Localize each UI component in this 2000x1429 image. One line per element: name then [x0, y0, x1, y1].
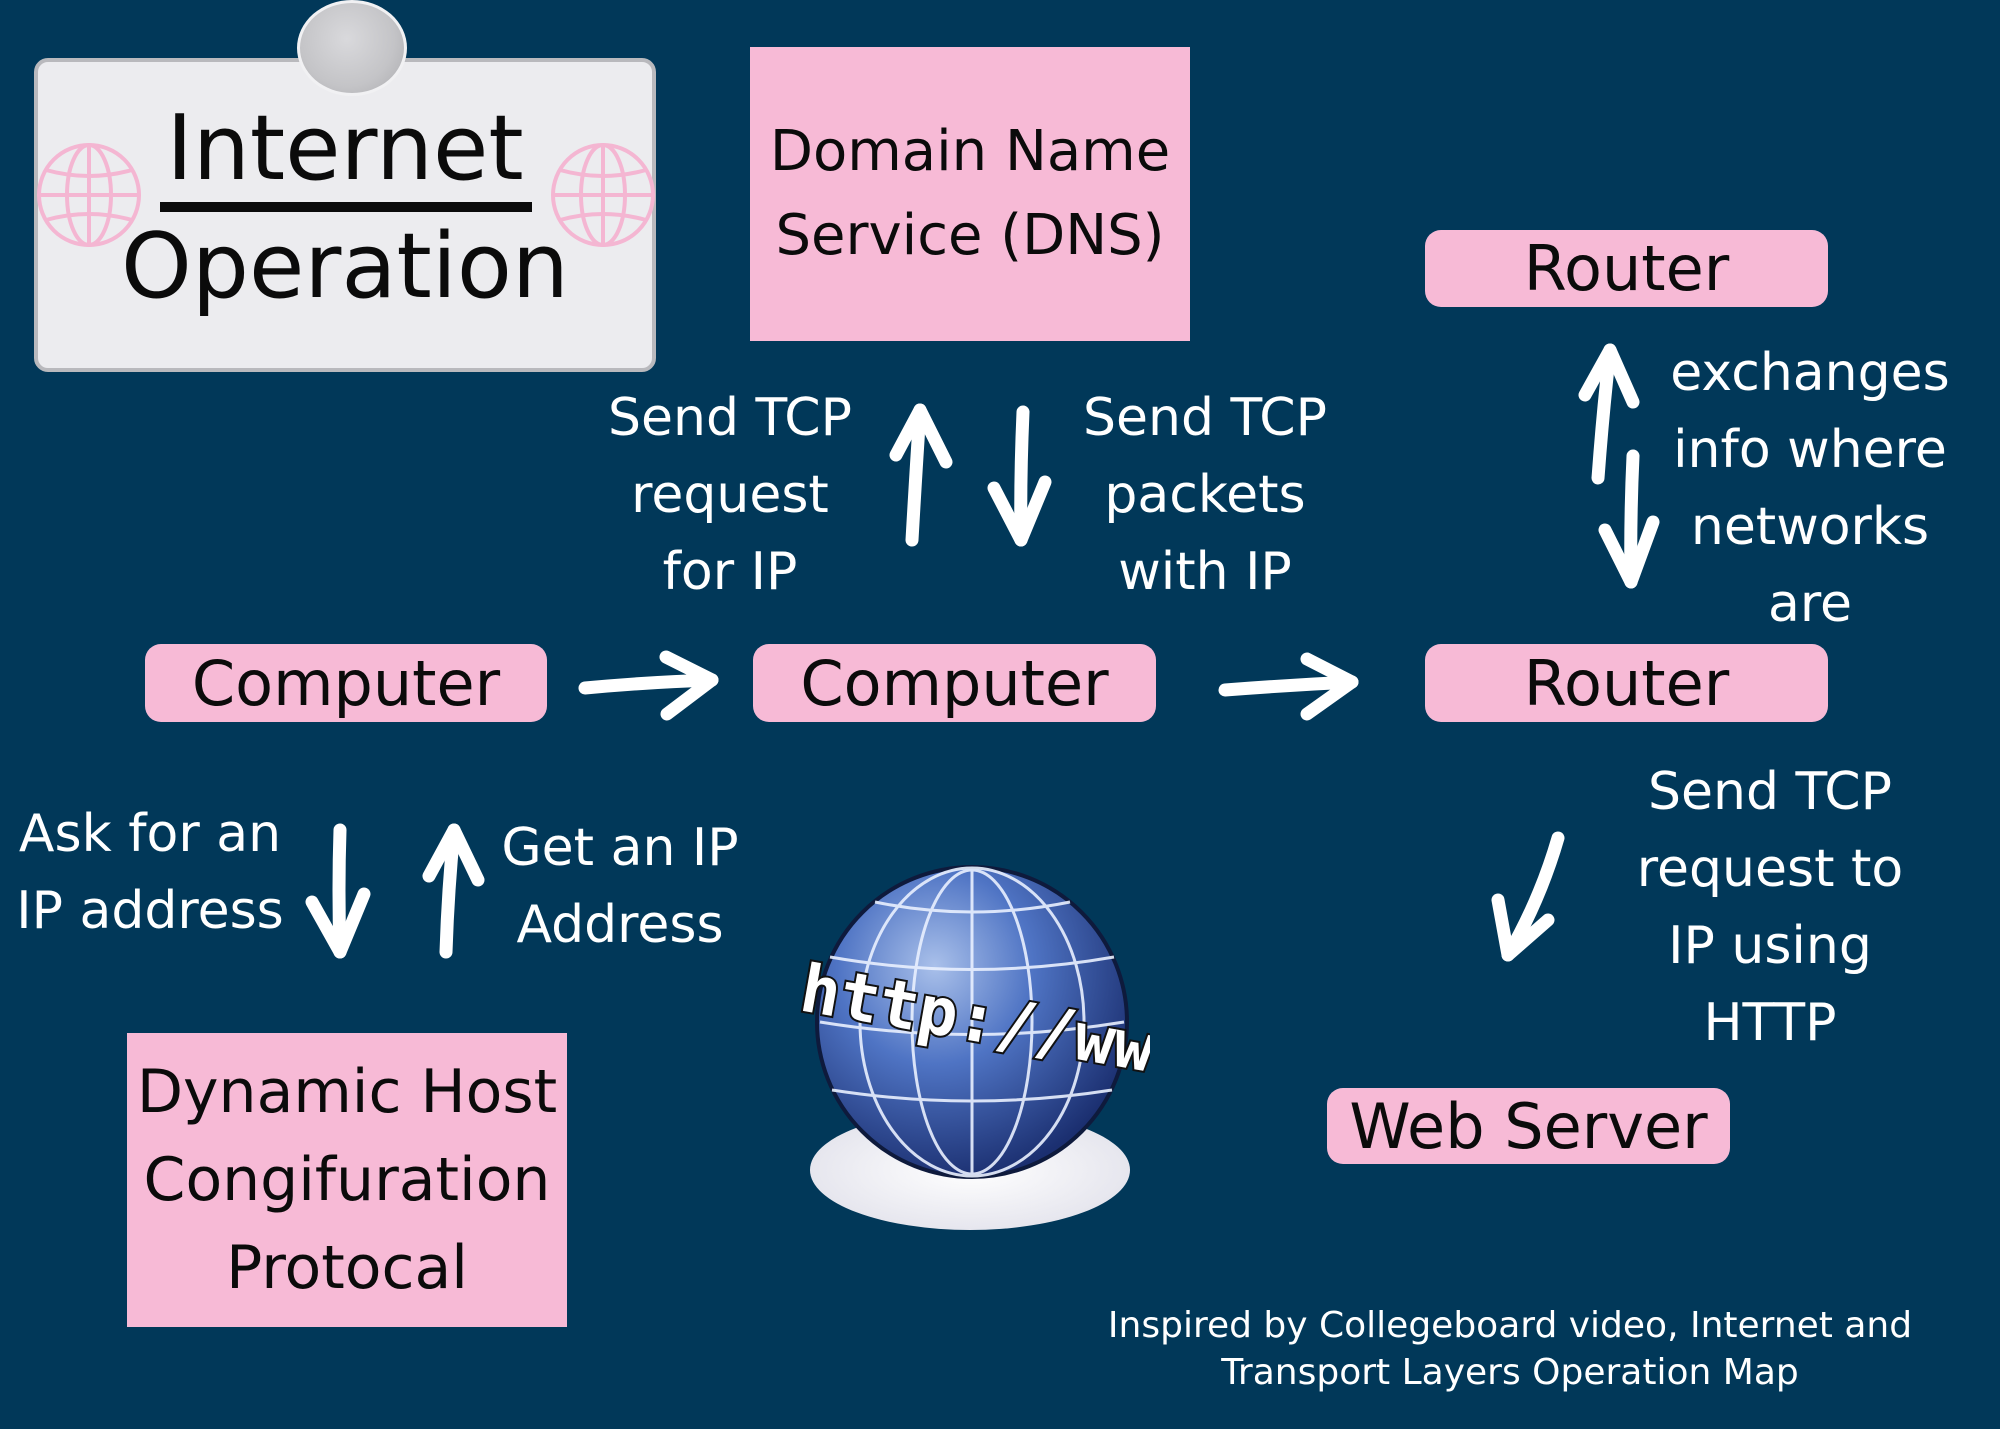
globe-right-icon [551, 143, 655, 247]
label-send-tcp-packets: Send TCP packets with IP [1060, 380, 1350, 611]
arrow-down-icon [987, 405, 1052, 547]
label-line: are [1767, 574, 1853, 634]
dns-line-1: Domain Name [769, 119, 1171, 184]
label-line: for IP [662, 542, 798, 602]
label-line: HTTP [1703, 993, 1837, 1053]
label-line: with IP [1118, 542, 1292, 602]
label-line: Ask for an [18, 804, 282, 864]
title-underline [160, 202, 532, 212]
dhcp-node: Dynamic Host Congifuration Protocal [127, 1033, 567, 1327]
label-line: Send TCP [608, 388, 852, 448]
arrow-down-icon [1598, 449, 1660, 589]
label-line: request to [1636, 839, 1904, 899]
computer-mid-node: Computer [753, 644, 1156, 722]
web-server-label: Web Server [1349, 1089, 1708, 1163]
label-line: Address [516, 895, 724, 955]
router-mid-label: Router [1523, 646, 1730, 720]
label-line: networks [1690, 497, 1930, 557]
arrow-down-left-icon [1491, 831, 1565, 962]
label-send-http: Send TCP request to IP using HTTP [1615, 754, 1925, 1062]
label-line: packets [1104, 465, 1306, 525]
label-line: request [631, 465, 829, 525]
label-exchanges: exchanges info where networks are [1650, 335, 1970, 643]
arrow-down-icon [305, 823, 371, 959]
arrow-right-icon [1218, 652, 1359, 721]
router-top-label: Router [1523, 232, 1730, 305]
footer-credit: Inspired by Collegeboard video, Internet… [1100, 1302, 1920, 1396]
arrow-up-icon [1578, 343, 1640, 485]
router-mid-node: Router [1425, 644, 1828, 722]
www-globe-icon: http://www [793, 865, 1150, 1230]
dhcp-line-1: Dynamic Host [136, 1057, 558, 1127]
arrow-up-icon [889, 403, 953, 547]
label-line: Send TCP [1648, 762, 1892, 822]
footer-line-2: Transport Layers Operation Map [1221, 1352, 1799, 1393]
arrow-right-icon [578, 650, 719, 721]
dhcp-line-3: Protocal [226, 1233, 468, 1303]
label-get-ip: Get an IP Address [480, 810, 760, 964]
globe-left-icon [37, 143, 141, 247]
computer-left-label: Computer [191, 646, 501, 720]
label-line: exchanges [1670, 343, 1950, 403]
label-send-tcp-request: Send TCP request for IP [585, 380, 875, 611]
computer-mid-label: Computer [800, 646, 1109, 720]
label-line: IP address [16, 881, 284, 941]
dns-node: Domain Name Service (DNS) [750, 47, 1190, 341]
label-line: IP using [1668, 916, 1872, 976]
dns-line-2: Service (DNS) [775, 203, 1165, 268]
title-line-2: Operation [121, 214, 569, 319]
title-line-1: Internet [166, 96, 524, 201]
label-line: info where [1673, 420, 1947, 480]
label-ask-ip: Ask for an IP address [5, 796, 295, 950]
computer-left-node: Computer [145, 644, 547, 722]
footer-line-1: Inspired by Collegeboard video, Internet… [1107, 1305, 1913, 1346]
pin-icon [297, 0, 407, 96]
arrow-up-icon [422, 823, 485, 959]
label-line: Get an IP [501, 818, 739, 878]
web-server-node: Web Server [1327, 1088, 1730, 1164]
router-top-node: Router [1425, 230, 1828, 307]
title-card: Internet Operation [34, 58, 656, 372]
dhcp-line-2: Congifuration [143, 1145, 551, 1215]
label-line: Send TCP [1083, 388, 1327, 448]
